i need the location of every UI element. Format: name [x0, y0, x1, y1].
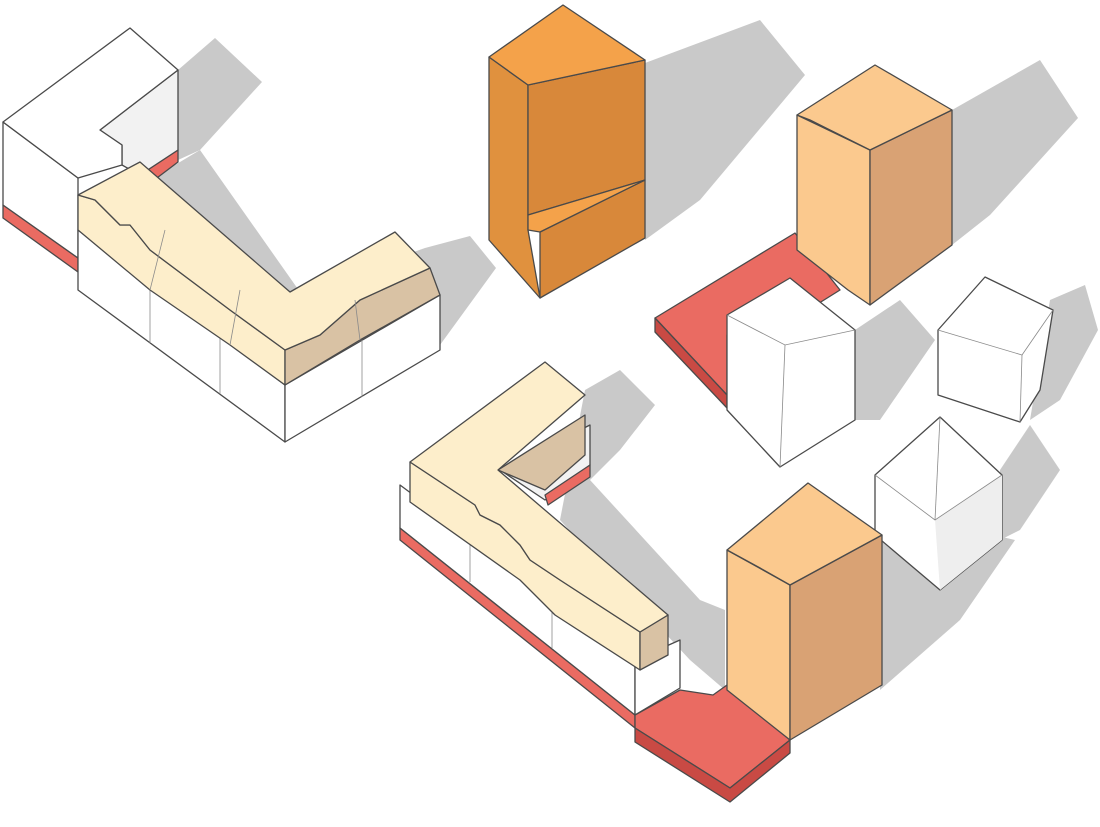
- podium-a-side: [284, 294, 441, 443]
- building-a-l-block: [2, 27, 441, 443]
- shadows: [150, 20, 1098, 690]
- building-d-l-block: [399, 361, 681, 729]
- house-2-roof-line: [1019, 354, 1023, 423]
- house-1: [726, 277, 856, 468]
- cream-a-joint: [354, 299, 361, 341]
- tower-b-top: [488, 4, 646, 86]
- cream-a-joint: [149, 229, 166, 291]
- shadow-orange-tower: [645, 20, 805, 240]
- shadow-lower-l-block: [560, 370, 725, 690]
- cream-volume-a-top: [77, 161, 431, 351]
- cream-a-joint: [229, 289, 241, 346]
- cream-volume-d-top: [409, 361, 669, 633]
- shadow-small-house-3: [1000, 425, 1060, 540]
- tower-a-top: [2, 27, 179, 179]
- tower-b-right-face: [527, 59, 646, 299]
- shadow-left-tower: [178, 38, 262, 160]
- tower-c-top: [796, 64, 953, 151]
- small-white-houses: [726, 276, 1054, 591]
- cream-volume-d-inner: [497, 414, 586, 491]
- house-3-roof-line: [934, 416, 941, 521]
- tower-e-top: [726, 482, 883, 586]
- house-2: [937, 276, 1054, 423]
- shadow-small-house-1: [855, 300, 935, 420]
- building-e-bottom-tower: [634, 482, 883, 803]
- house-3-shade: [935, 475, 1002, 590]
- building-b-orange-tower: [488, 4, 646, 299]
- house-1-roof-line: [779, 344, 786, 468]
- tower-b-notch: [527, 179, 646, 233]
- red-strip-d2: [544, 464, 591, 506]
- shadow-light-tower: [952, 60, 1078, 245]
- red-plaza-d-side: [634, 727, 791, 803]
